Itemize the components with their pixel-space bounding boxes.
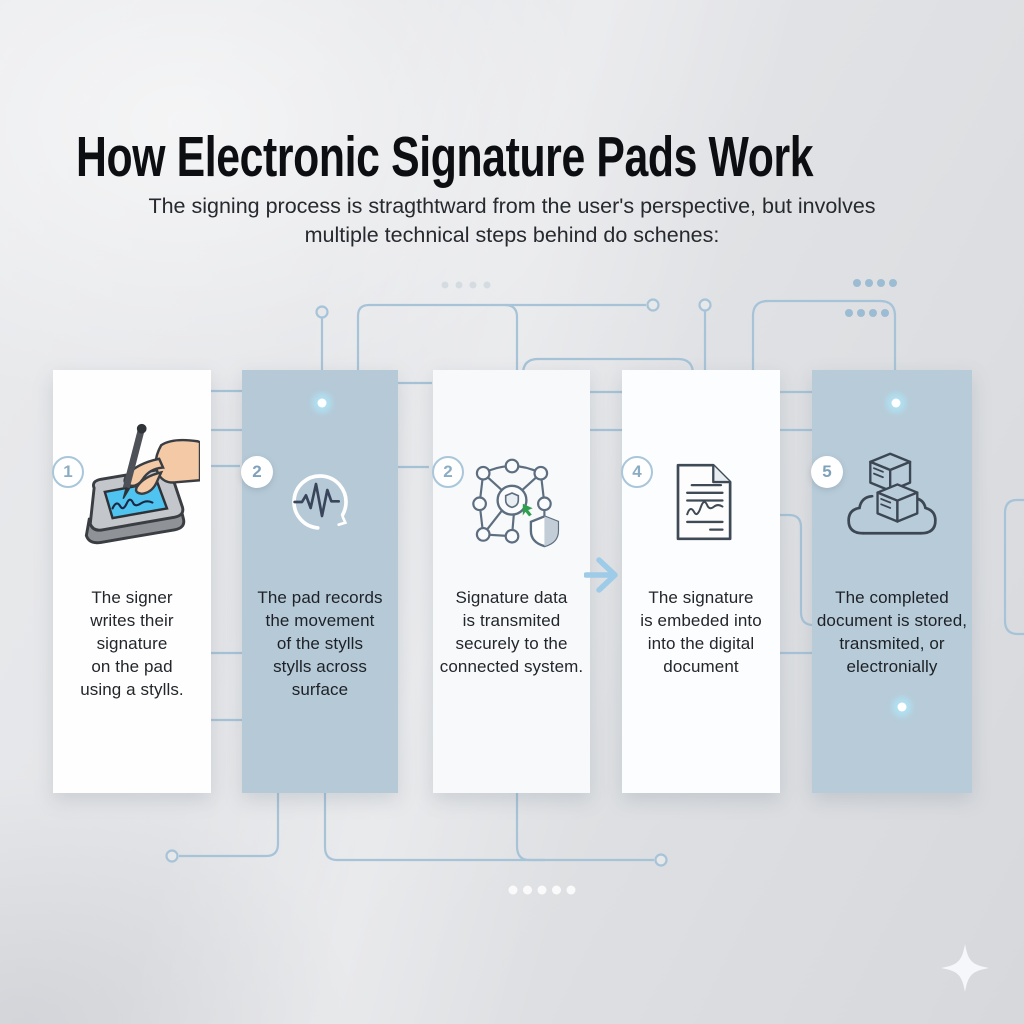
secure-network-shield-icon	[471, 458, 559, 548]
dot-grid	[845, 279, 897, 317]
step-description: The pad records the movement of the styl…	[257, 588, 383, 699]
step-number-badge: 5	[811, 456, 843, 488]
step-description: The signature is embeded into into the d…	[640, 588, 762, 676]
step-number-badge: 1	[52, 456, 84, 488]
step-card-3: 2	[432, 370, 590, 793]
faint-dot-row	[441, 281, 491, 289]
subtitle-line-1: The signing process is stragthtward from…	[148, 194, 876, 218]
step-number-badge: 2	[432, 456, 464, 488]
step-card-4: 4 The signature is embeded into into the…	[621, 370, 780, 793]
step-number-badge: 2	[241, 456, 273, 488]
step-card-2: 2 The pad records the movement of the st…	[241, 370, 398, 793]
signature-pad-hand-icon	[84, 423, 200, 545]
step-description: The signer writes their signature on the…	[80, 588, 184, 699]
step-card-1: 1 The signer writes their signature on t…	[52, 370, 211, 793]
cloud-storage-boxes-icon	[847, 452, 937, 535]
waveform-circle-icon	[292, 474, 348, 530]
carousel-dots	[508, 885, 576, 895]
step-description: Signature data is transmited securely to…	[439, 588, 584, 676]
subtitle-line-2: multiple technical steps behind do schen…	[304, 223, 720, 247]
page-subtitle: The signing process is stragthtward from…	[0, 192, 1024, 250]
step-number-badge: 4	[621, 456, 653, 488]
sparkle-icon	[941, 944, 989, 992]
signed-document-icon	[676, 463, 732, 541]
page-title: How Electronic Signature Pads Work	[76, 125, 814, 189]
step-description: The completed document is stored, transm…	[816, 588, 968, 676]
flow-arrow-icon	[584, 557, 618, 593]
step-card-5: 5	[811, 370, 972, 793]
